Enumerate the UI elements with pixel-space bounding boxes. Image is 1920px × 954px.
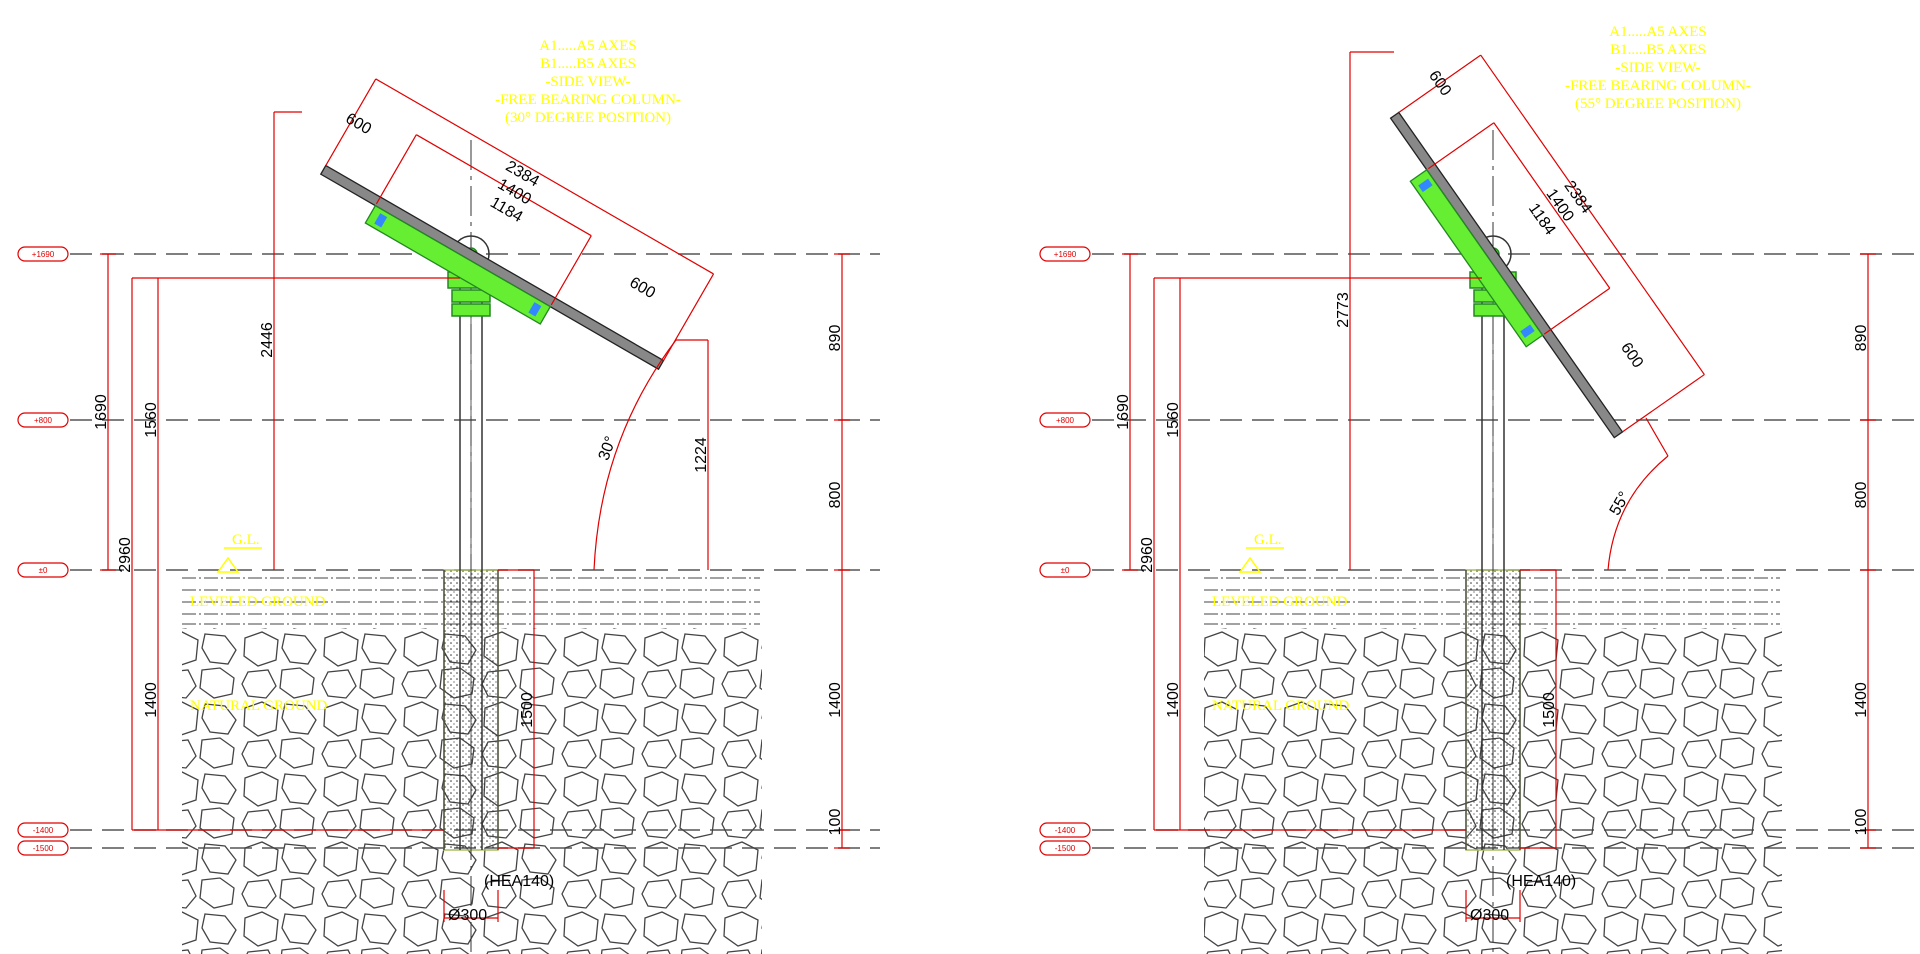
level-tag-label: -1500 <box>33 844 54 853</box>
title-line: -SIDE VIEW- <box>545 74 630 90</box>
dim-top-edge-height: 2773 <box>1335 292 1352 328</box>
level-tag-label: +1690 <box>1054 250 1077 259</box>
dim-total-height: 2960 <box>117 537 134 573</box>
foundation-dimension <box>498 569 535 849</box>
dim-overhang-top: 600 <box>1425 68 1454 100</box>
dim-above-ground-top: 1690 <box>1115 394 1132 430</box>
dim-above-ground-axis: 1560 <box>1165 402 1182 438</box>
dim-top-edge-height: 2446 <box>259 322 276 358</box>
natural-ground-label: NATURAL GROUND <box>190 698 328 714</box>
dim-above-ground-top: 1690 <box>93 394 110 430</box>
dim-above-ground-axis: 1560 <box>143 402 160 438</box>
tilt-angle-label: 55° <box>1607 489 1634 518</box>
dim-right-middle: 800 <box>827 482 844 509</box>
leveled-ground-label: LEVELED GROUND <box>190 594 326 610</box>
title-line: -FREE BEARING COLUMN- <box>495 92 681 108</box>
dim-right-lower: 1400 <box>1853 682 1870 718</box>
dim-bottom-edge-height: 1224 <box>693 437 710 473</box>
height-dimensions <box>1349 51 1669 571</box>
pv-panel-55 <box>1389 111 1624 439</box>
level-tag-label: -1500 <box>1055 844 1076 853</box>
ground-level-label: G.L. <box>1254 532 1282 548</box>
natural-ground-label: NATURAL GROUND <box>1212 698 1350 714</box>
dim-right-bottom: 100 <box>827 809 844 836</box>
leveled-ground-label: LEVELED GROUND <box>1212 594 1348 610</box>
title-line: A1.....A5 AXES <box>1609 24 1707 40</box>
dim-overhang-bottom: 600 <box>1617 340 1646 372</box>
foundation-dimension <box>1520 569 1557 849</box>
level-tag-label: +800 <box>34 416 53 425</box>
right-dimension-chain <box>834 253 850 849</box>
pile-dims <box>443 890 499 922</box>
title-line: (55° DEGREE POSITION) <box>1575 96 1741 112</box>
ground-level-label: G.L. <box>232 532 260 548</box>
dim-right-upper: 890 <box>1853 325 1870 352</box>
ground-level-marker <box>216 547 262 573</box>
title-line: -SIDE VIEW- <box>1615 60 1700 76</box>
pile-outline <box>443 570 499 850</box>
title-line: B1.....B5 AXES <box>540 56 636 72</box>
ground-level-marker <box>1238 547 1284 573</box>
dim-foundation-depth: 1500 <box>1541 692 1558 728</box>
level-tag-label: ±0 <box>1061 566 1070 575</box>
pile-diameter-label: Ø300 <box>448 907 487 924</box>
dim-right-upper: 890 <box>827 325 844 352</box>
title-line: B1.....B5 AXES <box>1610 42 1706 58</box>
dim-right-middle: 800 <box>1853 482 1870 509</box>
title-line: -FREE BEARING COLUMN- <box>1565 78 1751 94</box>
level-tag-label: +1690 <box>32 250 55 259</box>
title-line: (30° DEGREE POSITION) <box>505 110 671 126</box>
tilt-angle-label: 30° <box>596 434 620 463</box>
dim-right-bottom: 100 <box>1853 809 1870 836</box>
left-dimension-chain <box>100 253 460 831</box>
view-30-degree: A1.....A5 AXES B1.....B5 AXES -SIDE VIEW… <box>17 38 880 954</box>
view-55-degree: A1.....A5 AXES B1.....B5 AXES -SIDE VIEW… <box>1039 24 1920 954</box>
dim-foundation-depth: 1500 <box>519 692 536 728</box>
pile-diameter-label: Ø300 <box>1470 907 1509 924</box>
level-tag-label: +800 <box>1056 416 1075 425</box>
panel-dimensions <box>1398 54 1705 433</box>
profile-label: (HEA140) <box>484 873 554 890</box>
left-dimension-chain <box>1122 253 1482 831</box>
dim-overhang-bottom: 600 <box>626 274 658 302</box>
height-dimensions <box>273 111 709 571</box>
right-dimension-chain <box>1860 253 1876 849</box>
panel-dimensions <box>325 78 715 361</box>
level-tags <box>17 246 69 856</box>
profile-label: (HEA140) <box>1506 873 1576 890</box>
pile-dims <box>1465 890 1521 922</box>
pv-panel-30 <box>319 164 665 371</box>
level-tag-label: -1400 <box>1055 826 1076 835</box>
level-tag-label: -1400 <box>33 826 54 835</box>
level-tags <box>1039 246 1091 856</box>
dim-right-lower: 1400 <box>827 682 844 718</box>
dim-overhang-top: 600 <box>342 110 374 138</box>
pile-outline <box>1465 570 1521 850</box>
title-line: A1.....A5 AXES <box>539 38 637 54</box>
dim-embedment: 1400 <box>143 682 160 718</box>
dim-embedment: 1400 <box>1165 682 1182 718</box>
dim-total-height: 2960 <box>1139 537 1156 573</box>
level-tag-label: ±0 <box>39 566 48 575</box>
